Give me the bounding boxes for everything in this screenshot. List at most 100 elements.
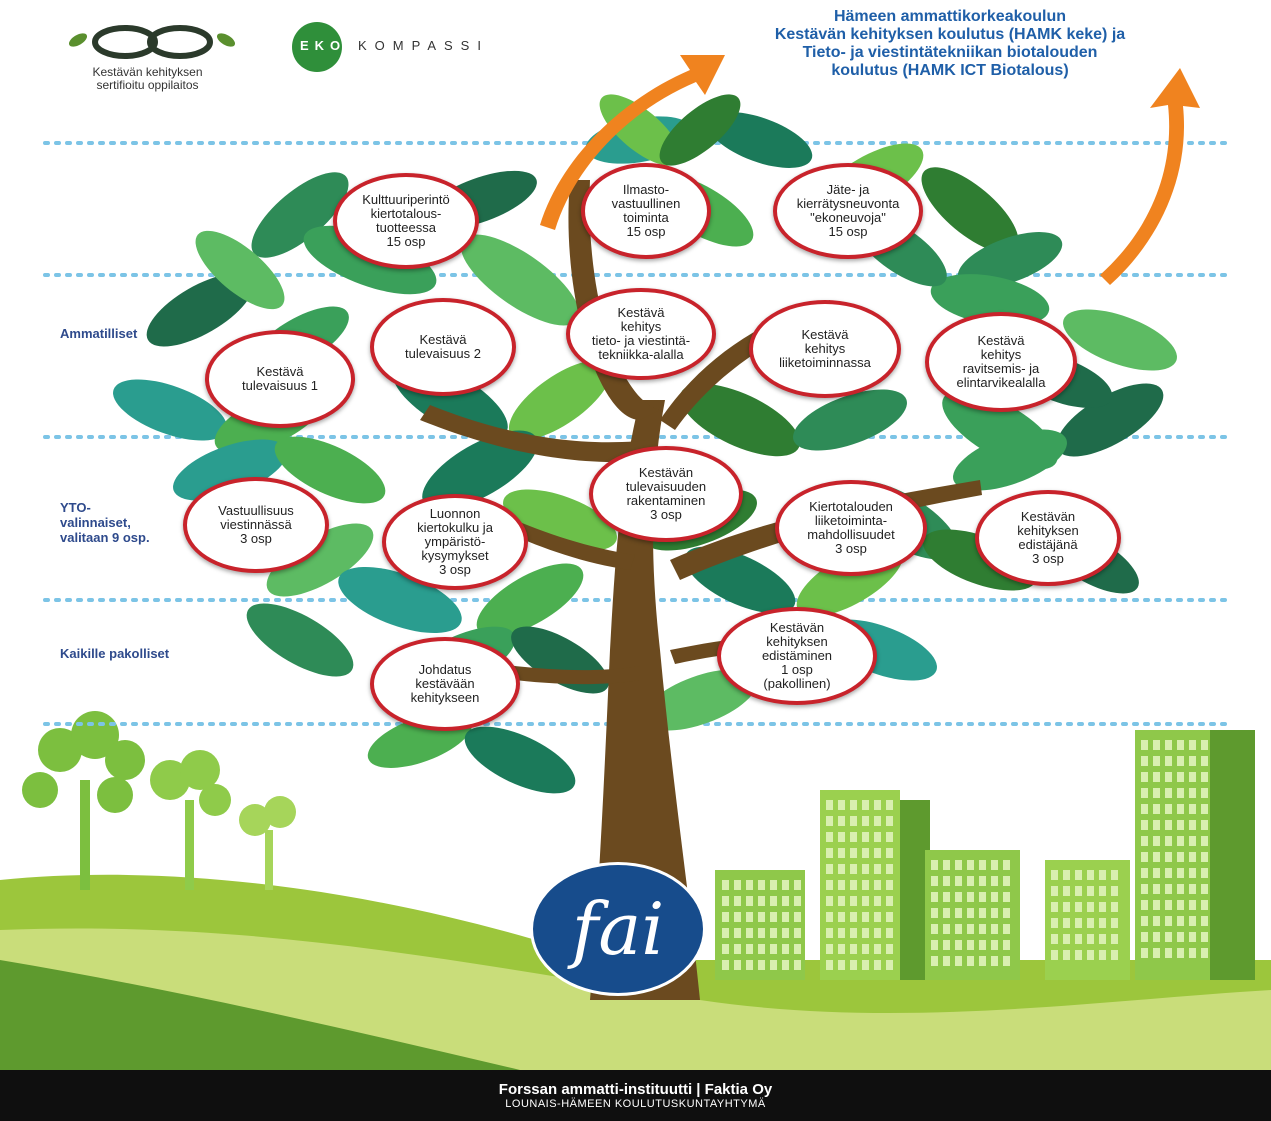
building-window bbox=[850, 960, 857, 970]
building-window bbox=[770, 896, 777, 906]
building-window bbox=[979, 908, 986, 918]
building-window bbox=[1075, 886, 1082, 896]
building-window bbox=[734, 960, 741, 970]
building-window bbox=[722, 896, 729, 906]
building-window bbox=[838, 960, 845, 970]
leaf bbox=[113, 379, 227, 441]
level-label-yto: YTO- valinnaiset, valitaan 9 osp. bbox=[60, 500, 150, 545]
building-window bbox=[991, 940, 998, 950]
leaf bbox=[464, 726, 576, 794]
building-window bbox=[838, 864, 845, 874]
building-window bbox=[979, 924, 986, 934]
course-circle: Kestävän tulevaisuuden rakentaminen 3 os… bbox=[589, 446, 743, 542]
course-text: Kestävä kehitys tieto- ja viestintä- tek… bbox=[591, 305, 691, 362]
course-circle: Luonnon kiertokulku ja ympäristö- kysymy… bbox=[382, 494, 528, 590]
building-window bbox=[943, 908, 950, 918]
course-text: Kestävän kehityksen edistäminen 1 osp (p… bbox=[761, 620, 833, 691]
building-window bbox=[1111, 902, 1118, 912]
building-window bbox=[1003, 908, 1010, 918]
building-window bbox=[1177, 804, 1184, 814]
building-window bbox=[1099, 934, 1106, 944]
building-window bbox=[1099, 950, 1106, 960]
leaf bbox=[422, 430, 538, 510]
building-window bbox=[979, 892, 986, 902]
building-window bbox=[1099, 886, 1106, 896]
building-window bbox=[850, 912, 857, 922]
building-window bbox=[886, 928, 893, 938]
building-window bbox=[1189, 884, 1196, 894]
leaf bbox=[503, 489, 617, 551]
building-window bbox=[758, 928, 765, 938]
building-window bbox=[1051, 902, 1058, 912]
building-window bbox=[886, 944, 893, 954]
building-window bbox=[1141, 804, 1148, 814]
building-window bbox=[886, 880, 893, 890]
building-window bbox=[1111, 886, 1118, 896]
leaf bbox=[643, 669, 757, 731]
building-window bbox=[967, 908, 974, 918]
ekokompassi-eko-text: EKO bbox=[300, 38, 347, 53]
building-window bbox=[1087, 886, 1094, 896]
building-window bbox=[1177, 916, 1184, 926]
building-window bbox=[1003, 892, 1010, 902]
building-window bbox=[782, 960, 789, 970]
building-window bbox=[1165, 836, 1172, 846]
leaf bbox=[599, 94, 681, 166]
building-window bbox=[1189, 836, 1196, 846]
building-window bbox=[1177, 756, 1184, 766]
building-window bbox=[874, 944, 881, 954]
leaf bbox=[1056, 383, 1164, 457]
building-window bbox=[770, 880, 777, 890]
building-window bbox=[862, 800, 869, 810]
building-window bbox=[826, 896, 833, 906]
building-window bbox=[967, 876, 974, 886]
building-window bbox=[1177, 852, 1184, 862]
building-window bbox=[782, 880, 789, 890]
leaf bbox=[338, 566, 462, 634]
course-text: Kulttuuriperintö kiertotalous- tuotteess… bbox=[362, 192, 450, 249]
course-text: Kestävän kehityksen edistäjänä 3 osp bbox=[1017, 509, 1079, 566]
building-window bbox=[850, 800, 857, 810]
building-window bbox=[1189, 740, 1196, 750]
building-window bbox=[991, 892, 998, 902]
building-window bbox=[782, 944, 789, 954]
building-window bbox=[794, 896, 801, 906]
building-window bbox=[1141, 852, 1148, 862]
certification-logo-text: Kestävän kehityksen sertifioitu oppilait… bbox=[92, 65, 203, 92]
building-windows bbox=[722, 740, 1208, 970]
orange-arrows bbox=[540, 55, 1200, 285]
building-window bbox=[1063, 934, 1070, 944]
leaf bbox=[460, 234, 580, 326]
building-window bbox=[931, 940, 938, 950]
building-window bbox=[862, 880, 869, 890]
building-window bbox=[722, 912, 729, 922]
building-window bbox=[1003, 956, 1010, 966]
building-window bbox=[1153, 932, 1160, 942]
building-window bbox=[1153, 756, 1160, 766]
building-window bbox=[1063, 950, 1070, 960]
course-circle: Kestävä kehitys ravitsemis- ja elintarvi… bbox=[925, 312, 1077, 412]
building-window bbox=[1141, 916, 1148, 926]
building-window bbox=[1165, 868, 1172, 878]
building-window bbox=[886, 864, 893, 874]
building-window bbox=[734, 896, 741, 906]
course-circle: Kiertotalouden liiketoiminta- mahdollisu… bbox=[775, 480, 927, 576]
building-window bbox=[991, 876, 998, 886]
building-window bbox=[758, 880, 765, 890]
course-text: Kestävän tulevaisuuden rakentaminen 3 os… bbox=[625, 465, 707, 522]
building-window bbox=[1201, 820, 1208, 830]
building-window bbox=[1189, 804, 1196, 814]
building-window bbox=[991, 908, 998, 918]
building-window bbox=[850, 944, 857, 954]
building-window bbox=[794, 928, 801, 938]
building-window bbox=[1177, 836, 1184, 846]
building-window bbox=[1189, 868, 1196, 878]
building-window bbox=[1003, 860, 1010, 870]
building-window bbox=[1003, 940, 1010, 950]
building-window bbox=[943, 892, 950, 902]
course-circle: Kestävä kehitys tieto- ja viestintä- tek… bbox=[566, 288, 716, 380]
building-window bbox=[1141, 836, 1148, 846]
leaf bbox=[274, 436, 386, 504]
building-window bbox=[1153, 836, 1160, 846]
certification-logo-icon bbox=[92, 25, 213, 59]
